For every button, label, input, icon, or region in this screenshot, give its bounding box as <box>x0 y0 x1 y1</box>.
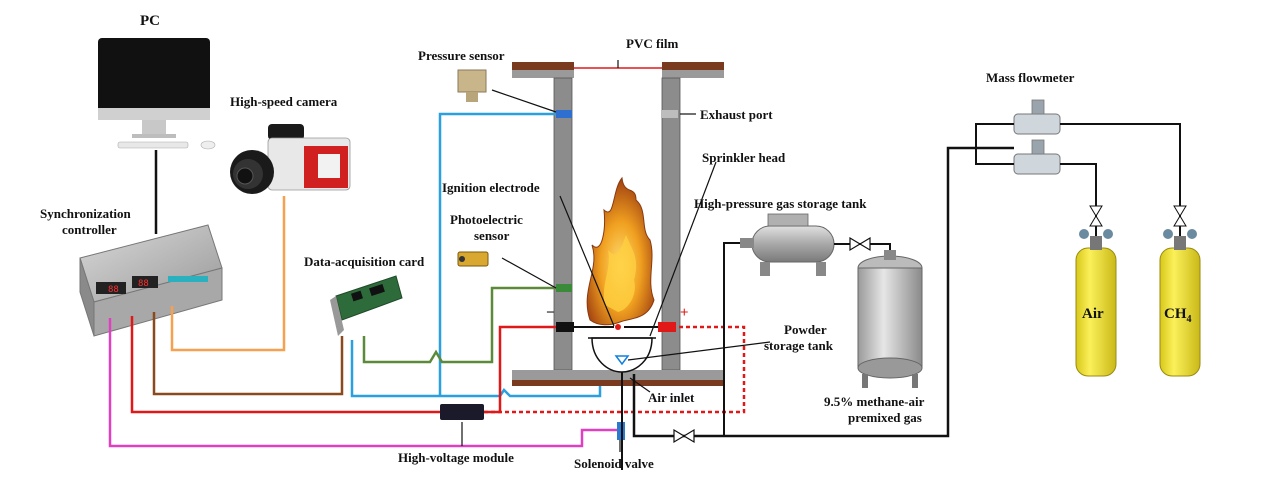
high-speed-camera-icon <box>230 124 351 194</box>
data-acquisition-card-icon <box>330 275 403 336</box>
powder-storage-tank-icon <box>588 337 656 373</box>
pc-label: PC <box>140 13 160 29</box>
mass-flowmeter-icon <box>1013 99 1061 175</box>
solenoid-wire <box>108 318 620 448</box>
premixed-gas-label-1: 9.5% methane-air <box>824 394 925 409</box>
hv-electrode-wire <box>484 325 556 414</box>
photoelectric-sensor-label-1: Photoelectric <box>450 212 523 227</box>
gas-feed-line <box>632 146 1014 438</box>
synchronization-controller-label-1: Synchronization <box>40 206 131 221</box>
hp-valve-icon <box>849 236 871 252</box>
high-speed-camera-label: High-speed camera <box>230 94 338 109</box>
high-voltage-module-icon <box>440 404 484 420</box>
ch4-sub: 4 <box>1186 314 1192 325</box>
pressure-wire <box>438 112 556 396</box>
air-cylinder-label: Air <box>1082 306 1104 322</box>
flow-join-line <box>975 123 1014 165</box>
air-cylinder-icon <box>1075 229 1117 377</box>
pvc-film-label: PVC film <box>626 36 679 51</box>
pressure-sensor-label: Pressure sensor <box>418 48 505 63</box>
sprinkler-head-label: Sprinkler head <box>702 150 786 165</box>
flame-icon <box>586 176 655 326</box>
data-acquisition-card-label: Data-acquisition card <box>304 254 425 269</box>
svg-text:88: 88 <box>138 279 149 289</box>
pc-icon <box>98 38 216 150</box>
powder-storage-label-1: Powder <box>784 322 827 337</box>
camera-wire <box>170 196 286 352</box>
synchronization-controller-label-2: controller <box>62 222 117 237</box>
hp-left-line <box>723 242 740 436</box>
premixed-gas-label-2: premixed gas <box>848 410 922 425</box>
high-voltage-module-label: High-voltage module <box>398 450 514 465</box>
photoelectric-wire <box>362 286 556 364</box>
powder-storage-label-2: storage tank <box>764 338 833 353</box>
photoelectric-sensor-label-2: sensor <box>474 228 510 243</box>
exhaust-port-label: Exhaust port <box>700 107 773 122</box>
hv-electrode-dotted <box>484 325 746 414</box>
hv-wire <box>130 316 440 414</box>
high-pressure-gas-storage-tank-icon <box>740 213 835 276</box>
electrode-minus-label: − <box>546 305 555 321</box>
ignition-electrode-label: Ignition electrode <box>442 180 540 195</box>
ch4-valve-icon <box>1173 205 1187 227</box>
feed-valve-icon <box>673 428 695 444</box>
air-inlet-label: Air inlet <box>648 390 695 405</box>
synchronization-controller-icon: 88 88 <box>79 224 223 337</box>
premixed-gas-tank-icon <box>857 250 923 388</box>
ch4-cylinder-label: CH4 <box>1164 306 1192 325</box>
mass-flowmeter-label: Mass flowmeter <box>986 70 1075 85</box>
daq-wire <box>152 312 344 396</box>
ch4-cylinder-icon <box>1159 229 1201 377</box>
high-pressure-tank-label: High-pressure gas storage tank <box>694 196 867 211</box>
ch4-main: CH <box>1164 306 1187 322</box>
pointer-lines <box>461 60 771 452</box>
ch4-flow-line <box>1060 123 1181 236</box>
svg-text:88: 88 <box>108 285 119 295</box>
air-valve-icon <box>1089 205 1103 227</box>
solenoid-valve-label: Solenoid valve <box>574 456 654 471</box>
photoelectric-sensor-icon <box>457 251 489 267</box>
pressure-wire-2 <box>350 340 602 398</box>
pressure-sensor-icon <box>457 69 487 102</box>
electrode-plus-label: + <box>680 305 689 321</box>
ignition-electrode-icon <box>556 322 676 332</box>
